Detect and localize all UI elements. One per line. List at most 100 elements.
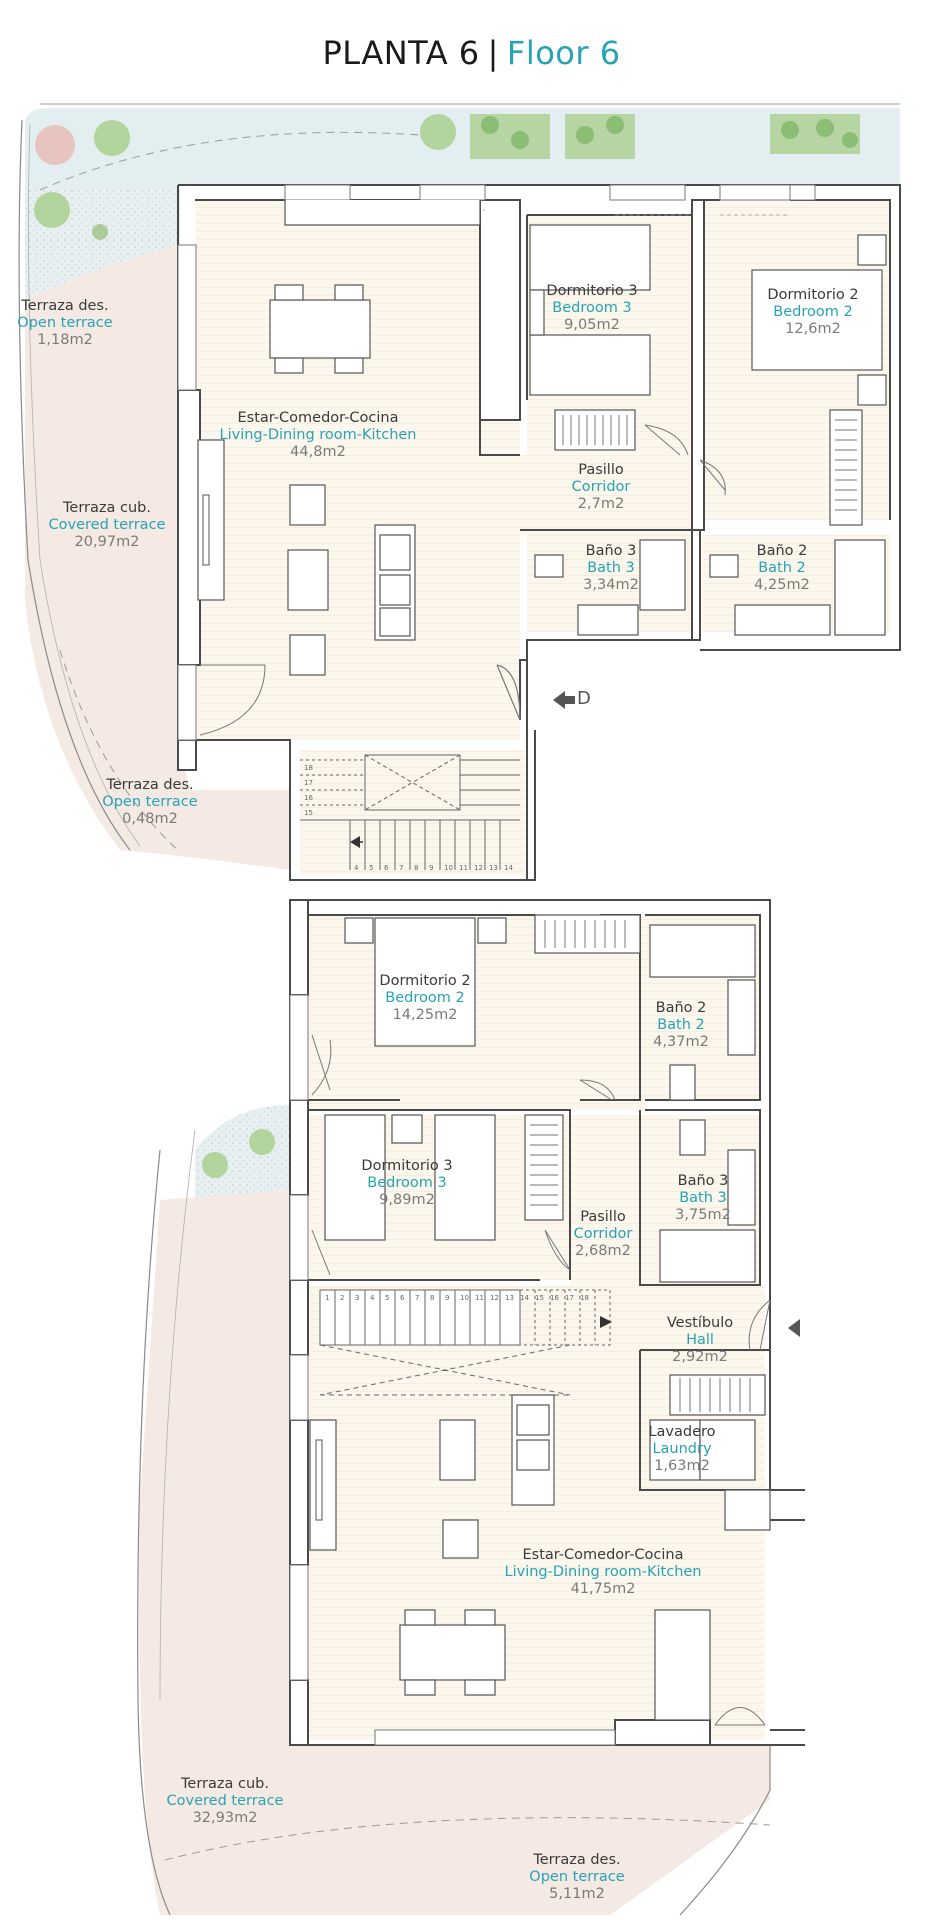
upper-sink	[202, 494, 210, 566]
lower-entry-arrow-icon	[788, 1319, 800, 1337]
lower-stair-step-number: 9	[445, 1294, 449, 1302]
title-spanish: PLANTA 6	[322, 34, 480, 72]
upper-open-terrace-2-label: Terraza des. Open terrace 0,48m2	[102, 777, 198, 827]
lower-hall-hangers	[679, 1378, 751, 1412]
lower-stair-step-number: 6	[400, 1294, 405, 1302]
title-english: Floor 6	[506, 34, 621, 72]
lower-terrace-dashed	[164, 1817, 771, 1861]
upper-stair-arrow-head	[350, 836, 360, 848]
upper-stair-step-number: 14	[504, 864, 513, 872]
upper-wardrobe-hangers	[562, 415, 628, 445]
lower-bath3-fixtures	[659, 1119, 756, 1283]
upper-terrace-boundary-inner	[27, 124, 141, 847]
upper-stair-step-number: 9	[429, 864, 433, 872]
lower-corridor-label: Pasillo Corridor 2,68m2	[573, 1209, 633, 1259]
lower-stair-step-number: 17	[565, 1294, 574, 1302]
title-separator: |	[487, 34, 499, 72]
lower-bedroom2-label: Dormitorio 2 Bedroom 2 14,25m2	[379, 973, 471, 1023]
lower-terrace-boundary	[137, 1149, 171, 1916]
upper-open-terrace-1-label: Terraza des. Open terrace 1,18m2	[17, 298, 113, 348]
page-title: PLANTA 6|Floor 6	[0, 34, 943, 72]
upper-plants	[34, 114, 860, 240]
upper-covered-terrace-floor	[25, 245, 290, 870]
lower-lounge-set	[439, 1394, 555, 1559]
lower-laundry-label: Lavadero Laundry 1,63m2	[648, 1424, 716, 1474]
upper-windows	[177, 184, 816, 741]
lower-living-label: Estar-Comedor-Cocina Living-Dining room-…	[504, 1547, 702, 1597]
lower-corridor-floor	[570, 1115, 645, 1295]
lower-stair-step-number: 3	[355, 1294, 359, 1302]
upper-bath2-label: Baño 2 Bath 2 4,25m2	[754, 543, 810, 593]
lower-stair-step-number: 7	[415, 1294, 419, 1302]
upper-stair-step-number: 7	[399, 864, 403, 872]
upper-bedroom2-label: Dormitorio 2 Bedroom 2 12,6m2	[767, 287, 859, 337]
upper-doors	[199, 424, 726, 736]
upper-corridor-floor	[520, 455, 700, 535]
upper-stair-step-number: 17	[304, 779, 313, 787]
upper-bedroom3-bed	[529, 224, 651, 396]
lower-sink	[315, 1439, 323, 1521]
lower-bedroom2-bed	[344, 917, 507, 1047]
lower-stair-step-number: 1	[325, 1294, 329, 1302]
upper-stair-step-number: 4	[354, 864, 359, 872]
lower-floor-plan	[137, 899, 805, 1916]
upper-thick-walls	[177, 199, 705, 771]
upper-dashed-path	[39, 131, 421, 191]
upper-stair-step-number: 5	[369, 864, 373, 872]
lower-bedroom3-label: Dormitorio 3 Bedroom 3 9,89m2	[361, 1158, 453, 1208]
upper-entry-arrow-icon	[553, 691, 575, 709]
lower-hall-label: Vestíbulo Hall 2,92m2	[666, 1315, 734, 1365]
upper-terrace-boundary	[18, 119, 131, 851]
upper-kitchen-counter	[284, 200, 481, 226]
lower-garden-bed	[195, 1105, 290, 1200]
upper-kitchen-island	[197, 439, 225, 601]
lower-bedroom3-bed	[324, 1114, 496, 1241]
lower-stair-step-number: 13	[505, 1294, 514, 1302]
lower-covered-terrace-label: Terraza cub. Covered terrace 32,93m2	[166, 1776, 284, 1826]
upper-dashed-terrace-edge	[59, 649, 181, 853]
lower-stair-step-number: 18	[580, 1294, 589, 1302]
lower-stair-step-number: 14	[520, 1294, 529, 1302]
lower-covered-terrace-floor	[139, 1190, 770, 1915]
upper-entry-label: D	[577, 688, 591, 709]
lower-laundry-units	[649, 1374, 771, 1531]
lower-plants	[202, 1129, 275, 1178]
upper-bath3-label: Baño 3 Bath 3 3,34m2	[583, 543, 639, 593]
lower-stair-arrow-head	[600, 1316, 612, 1328]
upper-stair-step-number: 15	[304, 809, 313, 817]
lower-wardrobe-hangers	[544, 920, 626, 948]
upper-stair-floor	[300, 750, 525, 875]
lower-bath3-label: Baño 3 Bath 3 3,75m2	[675, 1173, 731, 1223]
upper-living-label: Estar-Comedor-Cocina Living-Dining room-…	[219, 410, 417, 460]
upper-wardrobe2-hangers	[835, 419, 857, 511]
upper-stair-step-number: 16	[304, 794, 313, 802]
upper-stair-step-number: 10	[444, 864, 453, 872]
upper-floor-plan	[18, 103, 901, 881]
lower-stair-step-number: 15	[535, 1294, 544, 1302]
upper-stair-step-number: 12	[474, 864, 483, 872]
lower-kitchen-counter	[654, 1609, 711, 1721]
lower-dining-set	[399, 1609, 506, 1696]
lower-stair-step-number: 12	[490, 1294, 499, 1302]
lower-stair-step-number: 5	[385, 1294, 389, 1302]
upper-stair-step-number: 18	[304, 764, 313, 772]
lower-bedroom3-wardrobe	[524, 1114, 564, 1221]
lower-wardrobe3-hangers	[530, 1124, 558, 1206]
upper-bedroom2-wardrobe	[829, 409, 863, 526]
upper-covered-terrace-label: Terraza cub. Covered terrace 20,97m2	[48, 500, 166, 550]
lower-open-terrace-label: Terraza des. Open terrace 5,11m2	[529, 1852, 625, 1902]
upper-living-floor	[195, 200, 520, 740]
upper-dining-set	[269, 284, 371, 374]
upper-bath2-fixtures	[709, 539, 886, 636]
upper-bedroom2-bed	[751, 234, 887, 406]
lower-stair-step-number: 4	[370, 1294, 375, 1302]
lower-stair-step-number: 16	[550, 1294, 559, 1302]
upper-stair-step-number: 8	[414, 864, 418, 872]
lower-bath2-label: Baño 2 Bath 2 4,37m2	[653, 1000, 709, 1050]
upper-bedroom3-label: Dormitorio 3 Bedroom 3 9,05m2	[546, 283, 638, 333]
lower-bath2-fixtures	[649, 924, 756, 1101]
upper-stair-step-number: 13	[489, 864, 498, 872]
lower-terrace-edge	[679, 1745, 771, 1916]
